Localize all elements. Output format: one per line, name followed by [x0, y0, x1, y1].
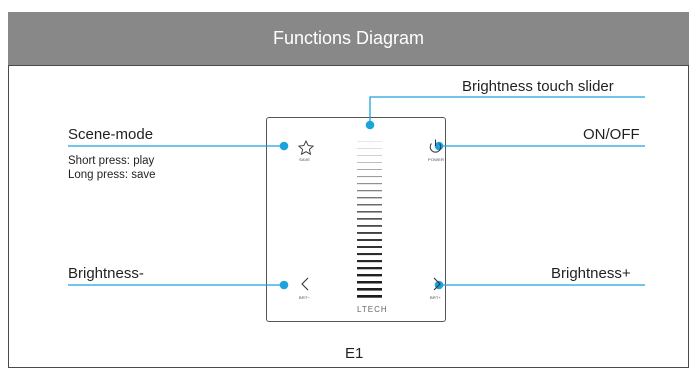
label-short-press: Short press: play [68, 155, 155, 167]
chevron-right-icon [433, 277, 441, 291]
callout-dot-brightness-minus [279, 280, 289, 290]
callout-dot-slider [365, 120, 375, 130]
model-name: E1 [345, 345, 364, 362]
diagram-header: Functions Diagram [8, 12, 689, 66]
brt-plus-label: BRT+ [430, 295, 442, 300]
chevron-left-icon [301, 277, 309, 291]
power-label: POWER [428, 157, 445, 162]
brt-minus-label: BRT− [299, 295, 311, 300]
callout-dot-scene [279, 141, 289, 151]
callout-line-slider [369, 96, 645, 125]
diagram-title: Functions Diagram [272, 28, 425, 48]
label-brightness-slider: Brightness touch slider [462, 78, 614, 95]
brand-logo-text: LTECH [357, 305, 388, 314]
label-brightness-plus: Brightness+ [551, 265, 631, 282]
switch-panel [266, 117, 446, 322]
label-brightness-minus: Brightness- [68, 265, 144, 282]
label-scene-mode: Scene-mode [68, 126, 154, 143]
label-on-off: ON/OFF [583, 126, 640, 143]
brightness-slider-bars [357, 141, 382, 298]
power-icon [429, 139, 442, 153]
save-label: SAVE [299, 157, 311, 162]
label-long-press: Long press: save [68, 169, 156, 181]
star-icon [297, 139, 315, 156]
